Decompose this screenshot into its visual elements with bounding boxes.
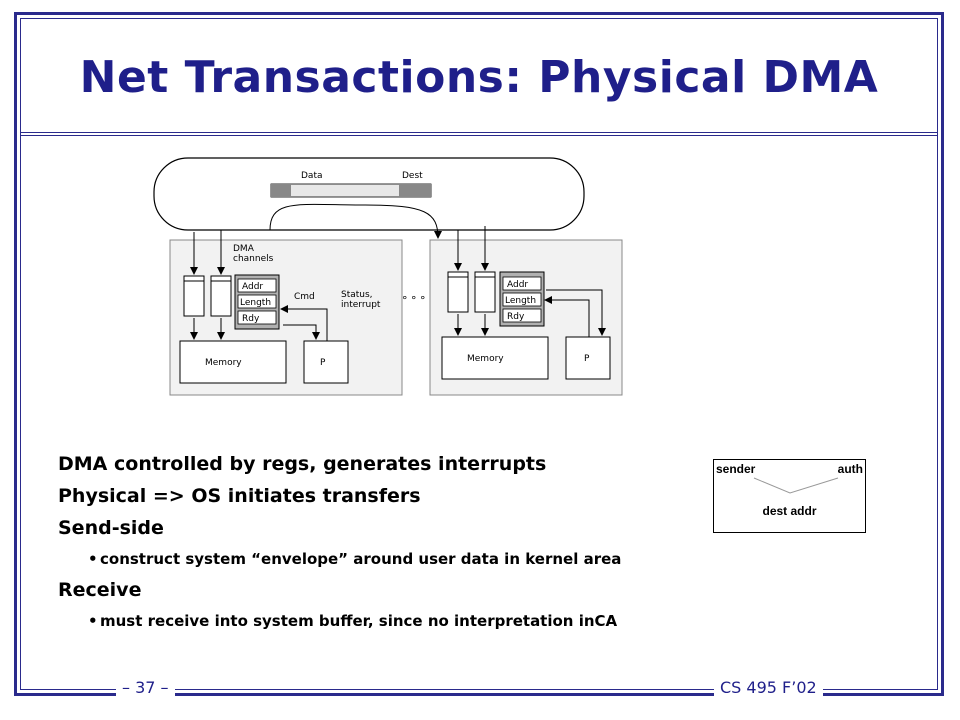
page-number: – 37 – — [116, 678, 175, 697]
buffer-right-1 — [447, 271, 469, 313]
slide-title: Net Transactions: Physical DMA — [79, 52, 879, 103]
envelope-flap — [753, 477, 839, 494]
bullet-dot-icon: • — [88, 612, 98, 630]
buffer-left-1 — [183, 275, 205, 317]
reg-rdy-right: Rdy — [507, 312, 525, 322]
sub-bullet-item: •construct system “envelope” around user… — [58, 544, 778, 574]
slide-inner-border — [20, 18, 938, 690]
processor-left — [303, 340, 349, 384]
buffer-right-2 — [474, 271, 496, 313]
bullet-item: Physical => OS initiates transfers — [58, 485, 421, 507]
processor-left-label: P — [320, 358, 326, 368]
reg-addr-left: Addr — [242, 282, 263, 292]
bullet-item: DMA controlled by regs, generates interr… — [58, 453, 547, 475]
sender-label: sender — [716, 462, 756, 476]
sub-bullet-item: •must receive into system buffer, since … — [58, 606, 778, 636]
processor-right — [565, 336, 611, 380]
bullet-item: Send-side — [58, 517, 164, 539]
status-interrupt-label: Status, interrupt — [341, 290, 381, 310]
title-divider — [20, 132, 938, 136]
bullet-list: DMA controlled by regs, generates interr… — [58, 448, 778, 636]
buffer-left-2 — [210, 275, 232, 317]
bullet-dot-icon: • — [88, 550, 98, 568]
slide-outer-border — [14, 12, 944, 696]
data-label: Data — [301, 171, 323, 181]
auth-label: auth — [837, 462, 863, 476]
envelope-box: sender auth dest addr — [713, 459, 866, 533]
reg-length-right: Length — [505, 296, 536, 306]
reg-length-left: Length — [240, 298, 271, 308]
dest-addr-label: dest addr — [762, 504, 817, 518]
transfer-arrow — [269, 203, 442, 239]
memory-left-label: Memory — [205, 358, 242, 368]
memory-right — [441, 336, 549, 380]
processor-right-label: P — [584, 354, 590, 364]
ellipsis: ° ° ° — [402, 294, 426, 307]
bullet-item: Receive — [58, 579, 142, 601]
course-label: CS 495 F’02 — [714, 678, 823, 697]
reg-rdy-left: Rdy — [242, 314, 260, 324]
memory-left — [179, 340, 287, 384]
memory-right-label: Memory — [467, 354, 504, 364]
reg-addr-right: Addr — [507, 280, 528, 290]
dest-label: Dest — [402, 171, 423, 181]
cmd-label: Cmd — [294, 292, 315, 302]
dma-channels-label: DMA channels — [233, 244, 274, 264]
